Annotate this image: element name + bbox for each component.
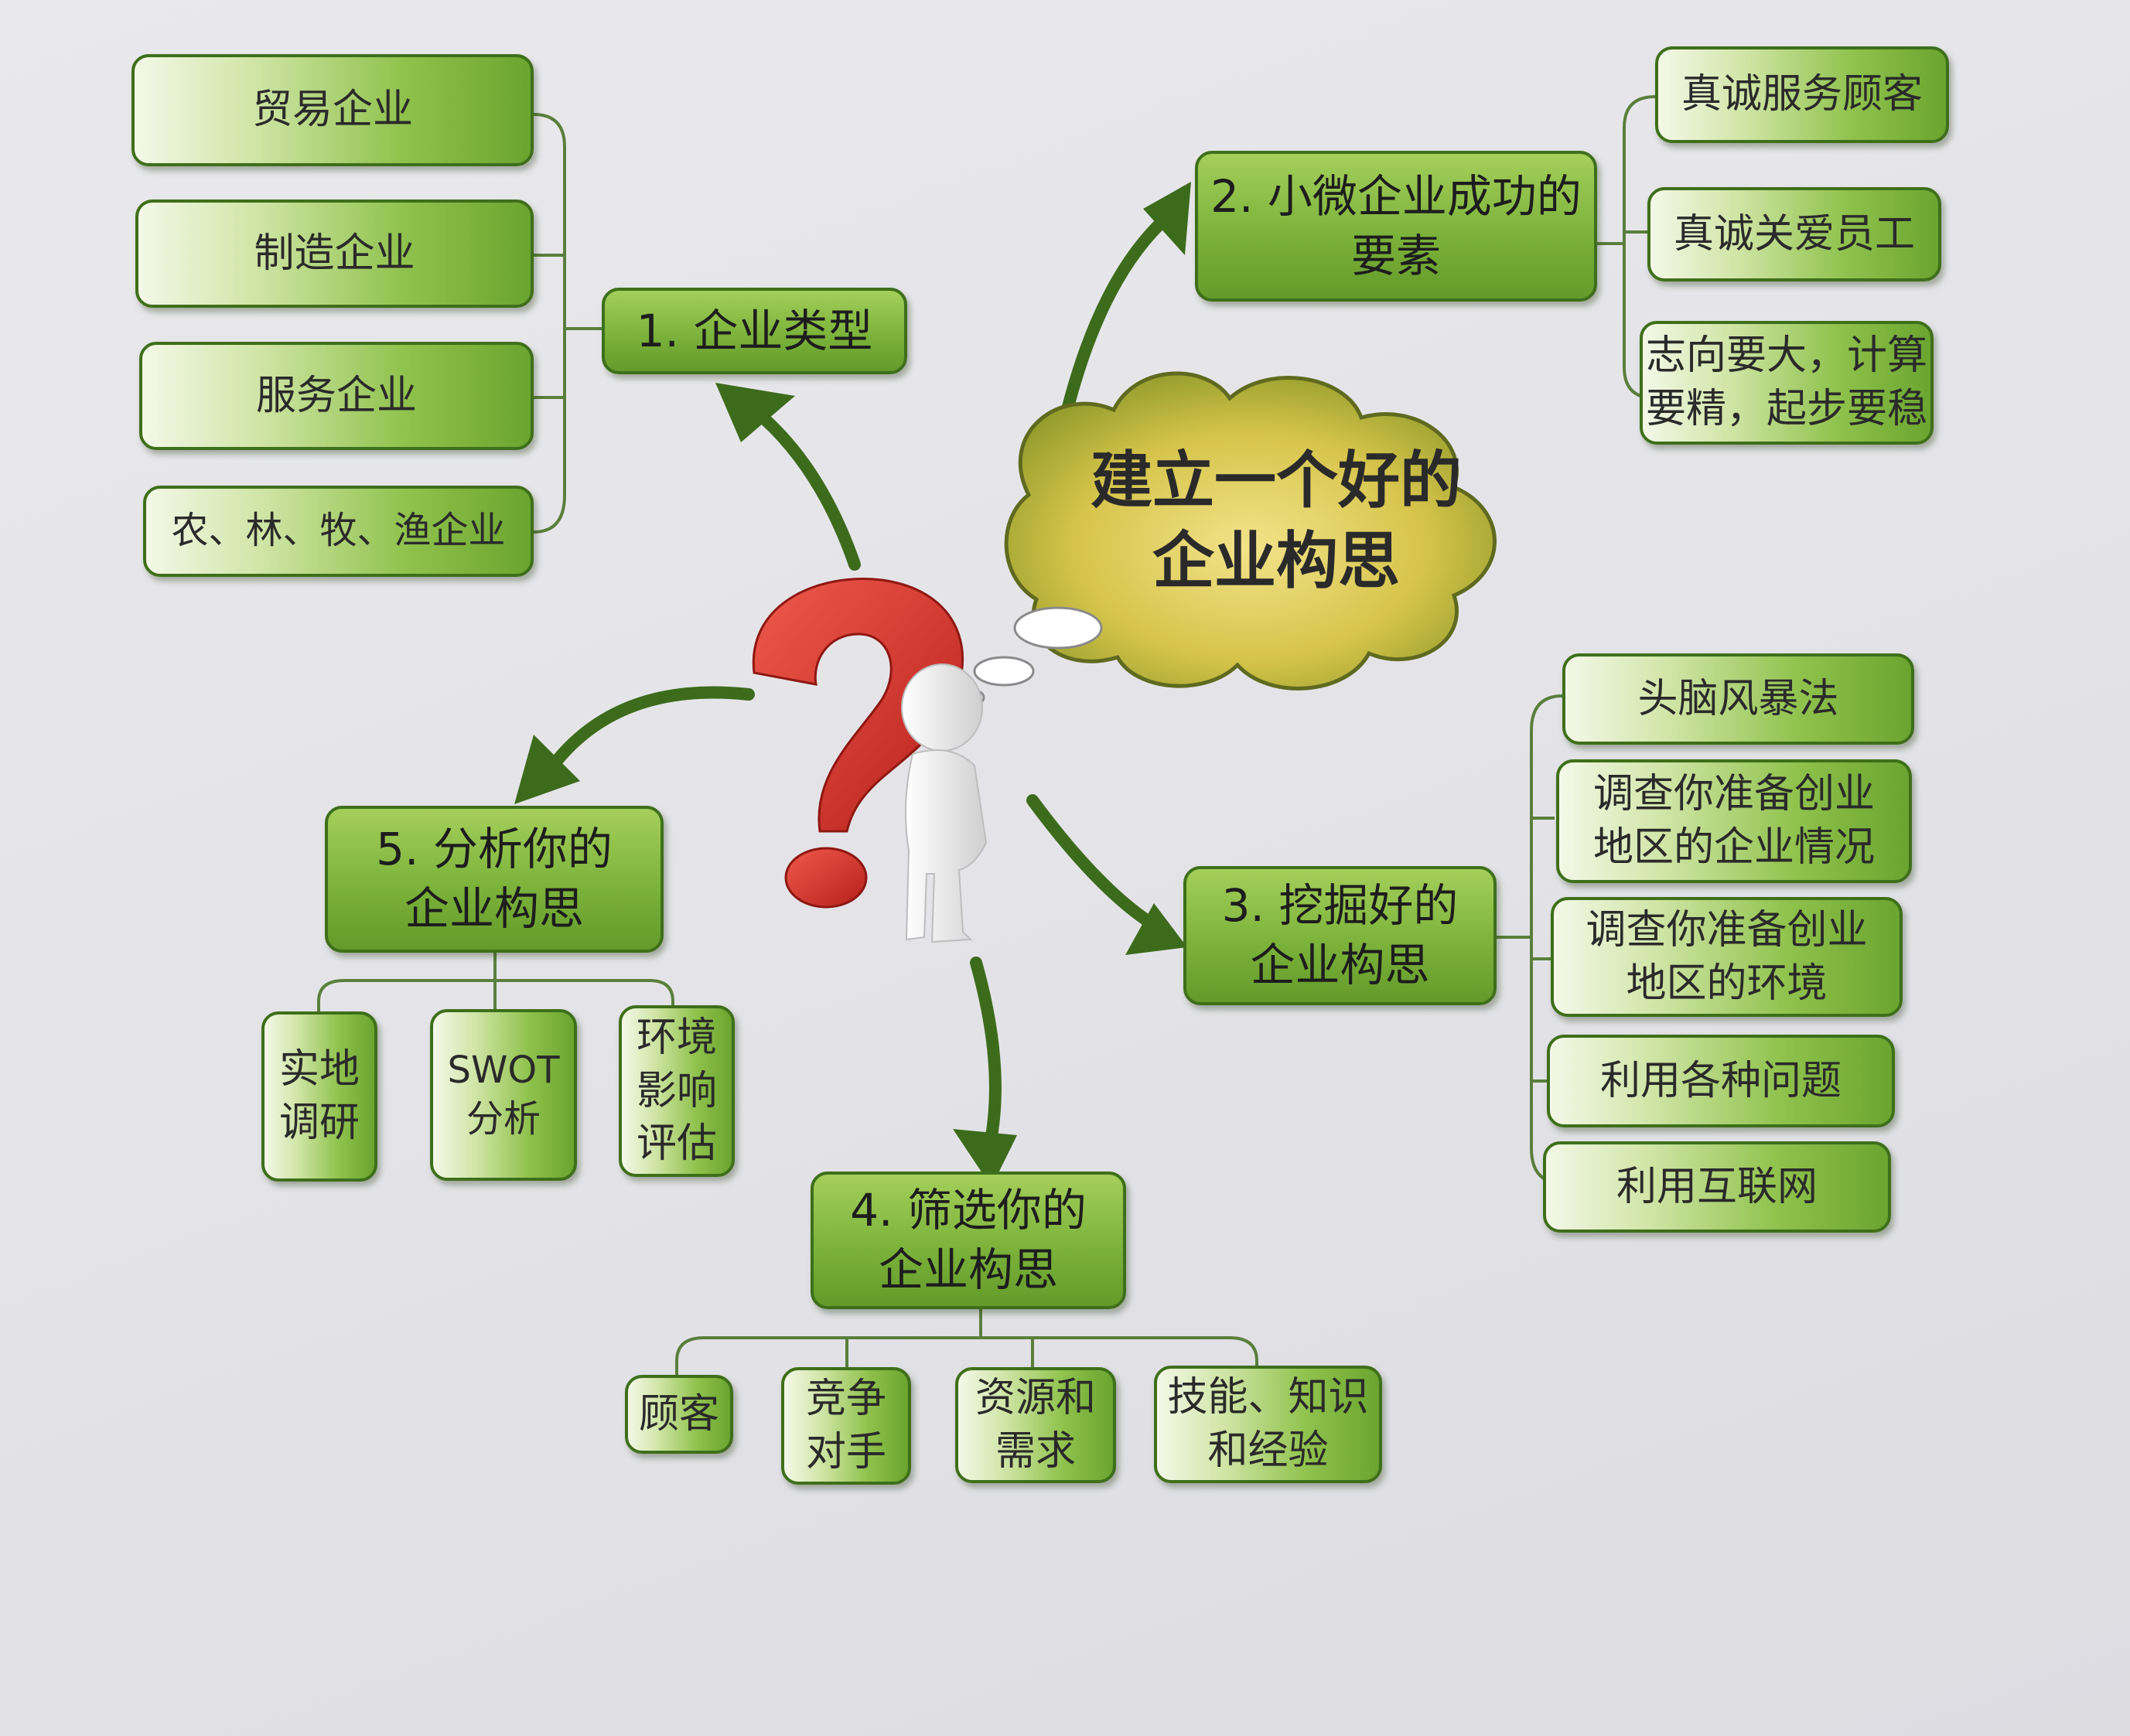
- branch-3-item[interactable]: 头脑风暴法: [1562, 653, 1914, 745]
- arrow-to-b2: [1057, 210, 1174, 431]
- branch-1-title[interactable]: 1. 企业类型: [602, 288, 907, 374]
- arrowheads: [514, 182, 1191, 1187]
- thinking-person-icon: [901, 663, 988, 943]
- branch-1-item[interactable]: 制造企业: [135, 200, 534, 308]
- branch-2-item[interactable]: 真诚服务顾客: [1655, 46, 1949, 143]
- question-mark-icon: [752, 578, 964, 909]
- thought-cloud-icon: [951, 371, 1497, 708]
- branch-2-item[interactable]: 真诚关爱员工: [1647, 187, 1941, 281]
- central-topic: 建立一个好的 企业构思: [1091, 445, 1462, 597]
- connector-b2: [1623, 95, 1656, 400]
- branch-4-item[interactable]: 竞争 对手: [781, 1367, 911, 1485]
- branch-4-title[interactable]: 4. 筛选你的 企业构思: [811, 1172, 1126, 1309]
- branch-4-item[interactable]: 技能、知识 和经验: [1154, 1366, 1382, 1483]
- branch-4-item[interactable]: 资源和 需求: [955, 1367, 1116, 1483]
- connector-b1: [533, 113, 566, 534]
- branch-3-item[interactable]: 利用各种问题: [1547, 1035, 1895, 1127]
- branch-2-title[interactable]: 2. 小微企业成功的 要素: [1195, 151, 1597, 302]
- arrow-to-b1: [748, 404, 861, 571]
- branch-4-item[interactable]: 顾客: [625, 1375, 733, 1454]
- branch-3-item[interactable]: 调查你准备创业 地区的企业情况: [1556, 759, 1912, 883]
- branch-1-item[interactable]: 服务企业: [139, 342, 534, 450]
- branch-1-item[interactable]: 贸易企业: [131, 54, 534, 166]
- branch-3-item[interactable]: 利用互联网: [1543, 1141, 1891, 1233]
- branch-5-item[interactable]: SWOT 分析: [430, 1009, 577, 1181]
- branch-1-item[interactable]: 农、林、牧、渔企业: [143, 486, 534, 577]
- arrow-to-b3: [1026, 794, 1159, 930]
- arrows: [547, 210, 1174, 1151]
- arrow-to-b4: [970, 957, 1002, 1151]
- arrow-to-b5: [547, 686, 755, 772]
- branch-5-item[interactable]: 环境 影响 评估: [619, 1005, 735, 1177]
- branch-2-item[interactable]: 志向要大，计算 要精，起步要稳: [1640, 321, 1934, 445]
- branch-3-item[interactable]: 调查你准备创业 地区的环境: [1551, 897, 1903, 1017]
- branch-5-item[interactable]: 实地 调研: [261, 1011, 377, 1182]
- connector-lines: [317, 95, 1656, 1398]
- branch-3-title[interactable]: 3. 挖掘好的 企业构思: [1183, 866, 1497, 1005]
- branch-5-title[interactable]: 5. 分析你的 企业构思: [325, 806, 664, 953]
